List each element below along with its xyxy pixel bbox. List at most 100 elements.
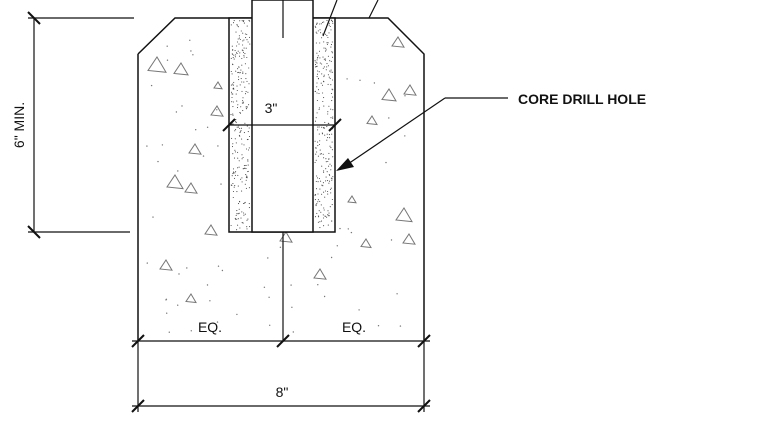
grout-dot [237, 151, 239, 153]
grout-dot [322, 92, 324, 94]
aggregate-dot [388, 117, 390, 119]
grout-dot [314, 194, 316, 196]
grout-dot [328, 215, 330, 217]
grout-dot [245, 37, 247, 39]
grout-fill-stipple [230, 19, 334, 231]
aggregate-dot [292, 331, 294, 333]
grout-dot [323, 170, 325, 172]
grout-dot [315, 180, 317, 183]
grout-dot [322, 67, 324, 69]
grout-dot [324, 121, 326, 123]
aggregate-dot [217, 265, 220, 267]
grout-dot [332, 96, 334, 98]
grout-dot [245, 179, 247, 181]
grout-dot [321, 21, 324, 23]
grout-dot [320, 32, 322, 34]
grout-dot [325, 49, 327, 51]
grout-dot [238, 79, 240, 81]
grout-dot [315, 147, 317, 149]
grout-dot [316, 175, 318, 177]
grout-dot [323, 209, 325, 211]
grout-dot [319, 29, 321, 31]
grout-dot [231, 184, 233, 186]
aggregate-dot [404, 95, 406, 97]
grout-dot [241, 81, 243, 83]
grout-dot [243, 47, 245, 49]
grout-dot [331, 141, 333, 143]
grout-dot [327, 111, 329, 113]
aggregate-dot [373, 82, 376, 84]
grout-dot [331, 149, 333, 151]
grout-dot [319, 153, 321, 155]
grout-dot [317, 215, 319, 217]
grout-dot [248, 135, 251, 138]
grout-dot [319, 62, 321, 64]
grout-dot [314, 140, 316, 142]
aggregate-triangle [204, 224, 218, 236]
grout-dot [232, 57, 234, 59]
concrete-footing-outline [137, 17, 425, 340]
grout-dot [240, 106, 242, 108]
grout-dot [248, 187, 250, 189]
grout-dot [327, 180, 329, 182]
aggregate-triangle [166, 174, 184, 190]
grout-dot [239, 127, 241, 130]
grout-dot [320, 180, 322, 182]
aggregate-dot [146, 262, 148, 264]
grout-dot [323, 66, 325, 68]
grout-dot [324, 59, 326, 61]
grout-dot [249, 226, 251, 228]
aggregate-dot [290, 284, 292, 286]
grout-dot [330, 169, 332, 171]
grout-dot [323, 47, 325, 49]
grout-dot [242, 101, 244, 103]
grout-dot [233, 157, 236, 159]
grout-dot [246, 176, 248, 178]
grout-dot [236, 23, 238, 26]
grout-dot [243, 20, 245, 22]
grout-dot [321, 63, 323, 65]
grout-dot [323, 81, 325, 83]
grout-dot [248, 67, 250, 69]
grout-dot [320, 82, 322, 84]
grout-dot [318, 50, 321, 52]
aggregate-dot [181, 105, 183, 107]
grout-dot [331, 204, 333, 206]
grout-dot [243, 132, 245, 134]
grout-dot [242, 51, 245, 53]
grout-dot [323, 74, 325, 76]
aggregate-dot [166, 312, 168, 314]
grout-dot [332, 116, 334, 118]
aggregate-triangle [347, 195, 357, 204]
grout-dot [315, 66, 317, 68]
grout-dot [245, 73, 247, 75]
grout-dot [330, 192, 332, 194]
grout-dot [331, 19, 333, 22]
grout-dot [240, 78, 242, 80]
grout-dot [321, 126, 323, 128]
grout-dot [319, 200, 321, 202]
eq-tick-left [131, 334, 145, 348]
grout-dot [326, 66, 328, 68]
grout-dot [322, 214, 324, 216]
grout-dot [316, 82, 318, 84]
aggregate-dot [268, 296, 270, 298]
grout-dot [321, 193, 323, 195]
grout-dot [323, 21, 325, 23]
grout-dot [321, 165, 323, 167]
grout-dot [328, 158, 330, 160]
grout-dot [327, 213, 329, 216]
grout-dot [242, 71, 244, 73]
grout-dot [244, 167, 246, 169]
grout-dot [317, 55, 319, 57]
grout-dot [239, 38, 241, 41]
aggregate-triangle [159, 259, 173, 271]
grout-dot [325, 33, 327, 35]
grout-dot [318, 177, 320, 180]
grout-dot [233, 20, 235, 22]
grout-dot [236, 126, 238, 128]
grout-dot [331, 79, 334, 81]
grout-dot [323, 105, 325, 107]
grout-dot [245, 78, 247, 80]
aggregate-dot [168, 331, 170, 333]
